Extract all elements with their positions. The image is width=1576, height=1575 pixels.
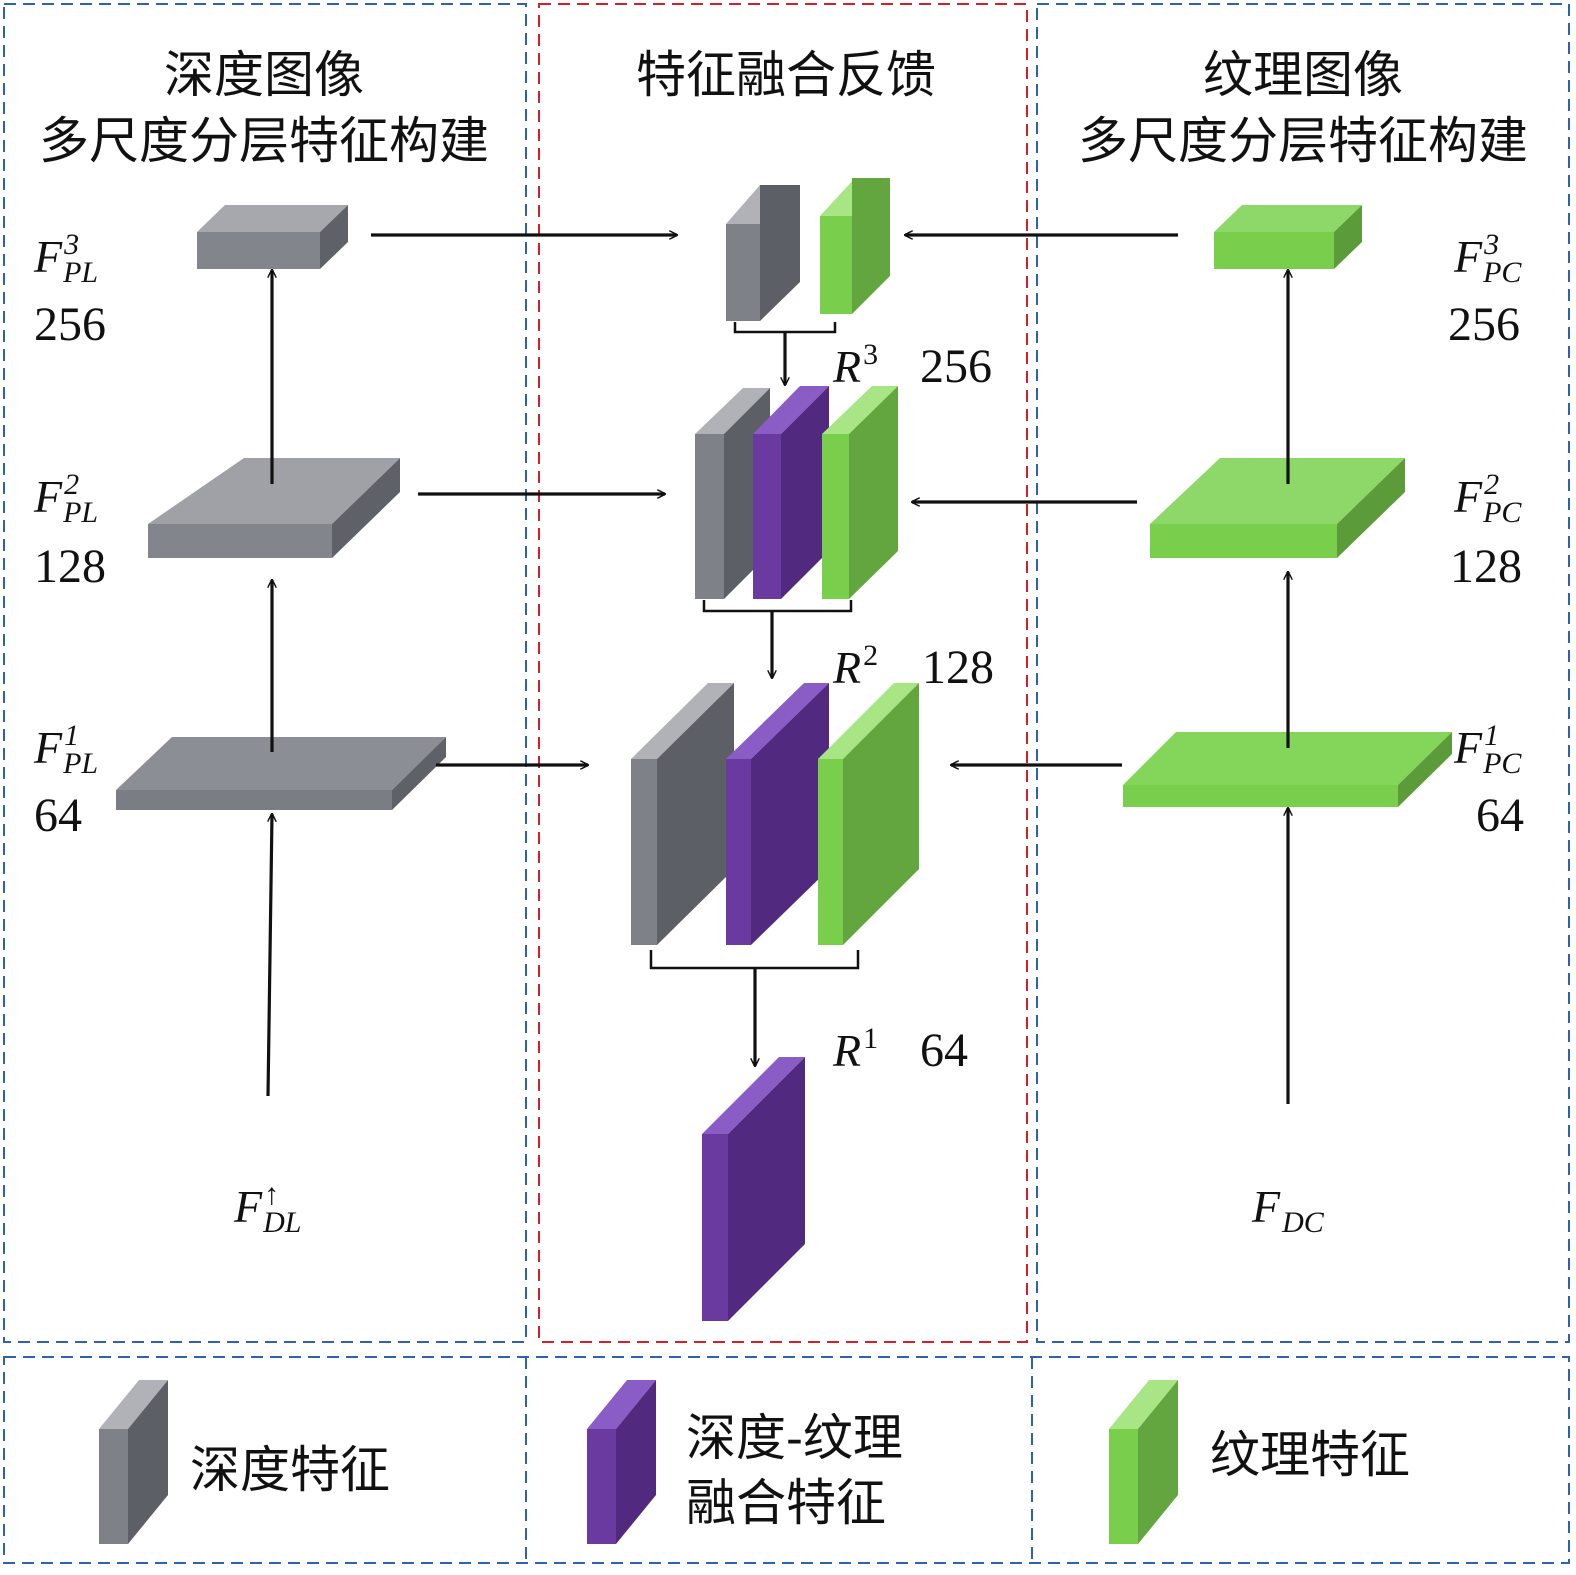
- depth-slab-3: [197, 205, 348, 269]
- arrow-left-input: [266, 814, 272, 1097]
- fusion-level1-texture-block: [818, 683, 919, 945]
- legend-frame: [3, 1356, 1570, 1564]
- fusion-level1-fusion-block: [726, 683, 829, 945]
- fusion-label-3-sup: 3: [863, 338, 878, 371]
- center-title: 特征融合反馈: [636, 46, 936, 104]
- fusion-label-2-base: R: [832, 642, 861, 693]
- right-section-frame: [1036, 3, 1570, 1343]
- left-label-1-base: F: [33, 722, 63, 773]
- legend-depth-label: 深度特征: [190, 1441, 390, 1499]
- fusion-label-2-size: 128: [922, 641, 994, 694]
- texture-slab-3: [1214, 205, 1362, 269]
- left-label-2-sup: 2: [64, 468, 79, 501]
- right-label-3-base: F: [1453, 231, 1483, 282]
- left-label-2-base: F: [33, 471, 63, 522]
- left-label-2-sub: PL: [62, 496, 98, 529]
- left-input-label: F↑DL: [233, 1178, 301, 1239]
- right-label-2-base: F: [1453, 471, 1483, 522]
- fusion-level3-texture-block: [820, 178, 890, 314]
- right-label-1-base: F: [1453, 722, 1483, 773]
- right-label-3-sub: PC: [1482, 256, 1522, 289]
- right-label-3-sup: 3: [1483, 228, 1499, 261]
- bracket-level3: [733, 322, 837, 334]
- right-input-sub: DC: [1281, 1206, 1325, 1239]
- left-label-3-size: 256: [34, 298, 106, 351]
- svg-text:R3: R3: [832, 338, 878, 392]
- svg-text:R1: R1: [832, 1022, 878, 1076]
- right-label-3-size: 256: [1448, 298, 1520, 351]
- left-title-line1: 深度图像: [164, 46, 364, 104]
- legend-fusion-label-line2: 融合特征: [686, 1474, 886, 1532]
- left-input-sup: ↑: [264, 1178, 279, 1211]
- left-label-3-sub: PL: [62, 256, 98, 289]
- texture-slab-2: [1150, 458, 1405, 558]
- fusion-label-3: R3 256: [832, 338, 992, 393]
- left-section-frame: [3, 3, 527, 1343]
- left-title-line2: 多尺度分层特征构建: [39, 112, 489, 170]
- legend-texture-swatch: [1109, 1380, 1178, 1544]
- left-label-2-size: 128: [34, 540, 106, 593]
- fusion-label-2: R2 128: [832, 639, 994, 694]
- fusion-label-1: R1 64: [832, 1022, 968, 1077]
- left-label-1-sup: 1: [64, 719, 79, 752]
- right-label-1-sup: 1: [1484, 719, 1499, 752]
- right-label-1-sub: PC: [1482, 747, 1522, 780]
- right-input-label: FDC: [1251, 1181, 1325, 1239]
- fusion-level1-depth-block: [631, 683, 734, 945]
- svg-text:R2: R2: [832, 639, 878, 693]
- right-label-2-sub: PC: [1482, 496, 1522, 529]
- legend-texture-label: 纹理特征: [1210, 1426, 1410, 1484]
- fusion-label-2-sup: 2: [863, 639, 878, 672]
- section-frames: [3, 3, 1570, 1564]
- depth-slab-2: [148, 458, 400, 558]
- legend-depth-swatch: [99, 1380, 168, 1544]
- fusion-level3-depth-block: [726, 185, 800, 321]
- section-titles: 深度图像 多尺度分层特征构建 特征融合反馈 纹理图像 多尺度分层特征构建: [39, 46, 1528, 170]
- fusion-label-1-size: 64: [920, 1024, 968, 1077]
- depth-slab-1: [116, 737, 446, 810]
- arrows: [266, 235, 1288, 1104]
- svg-text:F↑DL: F↑DL: [233, 1178, 301, 1239]
- fused-output-block: [702, 1057, 805, 1321]
- fusion-label-3-base: R: [832, 341, 861, 392]
- left-label-1-sub: PL: [62, 747, 98, 780]
- fusion-level2-texture-block: [822, 386, 898, 599]
- right-title-line1: 纹理图像: [1203, 46, 1403, 104]
- texture-slab-1: [1123, 732, 1452, 807]
- right-input-base: F: [1251, 1181, 1281, 1232]
- center-section-frame: [538, 3, 1028, 1343]
- right-title-line2: 多尺度分层特征构建: [1078, 112, 1528, 170]
- fusion-label-1-sup: 1: [863, 1022, 878, 1055]
- right-label-1-size: 64: [1476, 789, 1524, 842]
- left-input-sub: DL: [262, 1206, 301, 1239]
- legend-fusion-swatch: [587, 1380, 656, 1544]
- right-label-2-size: 128: [1450, 540, 1522, 593]
- fusion-label-3-size: 256: [920, 340, 992, 393]
- left-label-3-sup: 3: [63, 228, 79, 261]
- left-label-1-size: 64: [34, 789, 82, 842]
- legend-fusion-label-line1: 深度-纹理: [686, 1409, 903, 1467]
- svg-text:FDC: FDC: [1251, 1181, 1325, 1239]
- fusion-label-1-base: R: [832, 1025, 861, 1076]
- fusion-level2-fusion-block: [753, 386, 829, 599]
- bracket-level2: [702, 600, 853, 613]
- left-input-base: F: [233, 1181, 263, 1232]
- right-label-2-sup: 2: [1484, 468, 1499, 501]
- left-label-3-base: F: [33, 231, 63, 282]
- bracket-level1: [649, 950, 860, 970]
